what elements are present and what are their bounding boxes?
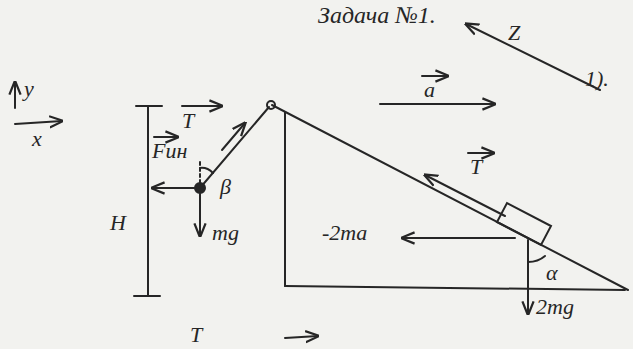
sketch-label: mg bbox=[212, 222, 239, 244]
gravity-arrow bbox=[199, 194, 201, 236]
string bbox=[200, 107, 269, 188]
sketch-label: T bbox=[470, 156, 482, 178]
vertical-reference bbox=[199, 160, 201, 183]
wedge-base bbox=[285, 286, 625, 290]
sketch-label: H bbox=[110, 212, 126, 234]
vector-mark bbox=[182, 105, 222, 107]
height-tick bbox=[134, 295, 160, 297]
gravity-arrow bbox=[527, 240, 529, 314]
vector-mark bbox=[468, 152, 494, 154]
sketch-label: Fин bbox=[152, 140, 187, 162]
direction-arrow bbox=[466, 24, 600, 90]
sketch-label: Z bbox=[508, 22, 520, 44]
heading: Задача №1. bbox=[318, 3, 436, 27]
sketch-label: 1). bbox=[585, 68, 609, 90]
sketch-label: -2ma bbox=[322, 222, 367, 244]
sketch-label: x bbox=[32, 128, 42, 150]
alpha-arc bbox=[528, 256, 545, 262]
wedge-incline bbox=[272, 105, 628, 290]
sketch-label: T bbox=[190, 324, 202, 346]
vector-mark bbox=[154, 136, 178, 138]
sketch-label: 2mg bbox=[536, 296, 574, 318]
sketch-label: α bbox=[546, 262, 558, 284]
beta-arc bbox=[200, 168, 213, 173]
acceleration-arrow bbox=[380, 103, 495, 105]
tension-arrow bbox=[222, 123, 245, 150]
height-bracket bbox=[147, 106, 149, 296]
sketch-label: β bbox=[220, 176, 231, 198]
vector-mark bbox=[422, 75, 448, 77]
inertial-force-arrow bbox=[402, 237, 515, 239]
wedge-vertical bbox=[284, 112, 286, 286]
x-axis-arrow bbox=[15, 121, 62, 124]
vector-arrow bbox=[285, 336, 318, 338]
sketch-label: a bbox=[424, 79, 435, 101]
y-axis-arrow bbox=[14, 82, 16, 108]
height-tick bbox=[136, 105, 162, 107]
sketch-label: T bbox=[182, 110, 194, 132]
tension-arrow bbox=[425, 175, 505, 216]
inertial-force-arrow bbox=[152, 187, 196, 189]
sketch-label: y bbox=[24, 78, 34, 100]
